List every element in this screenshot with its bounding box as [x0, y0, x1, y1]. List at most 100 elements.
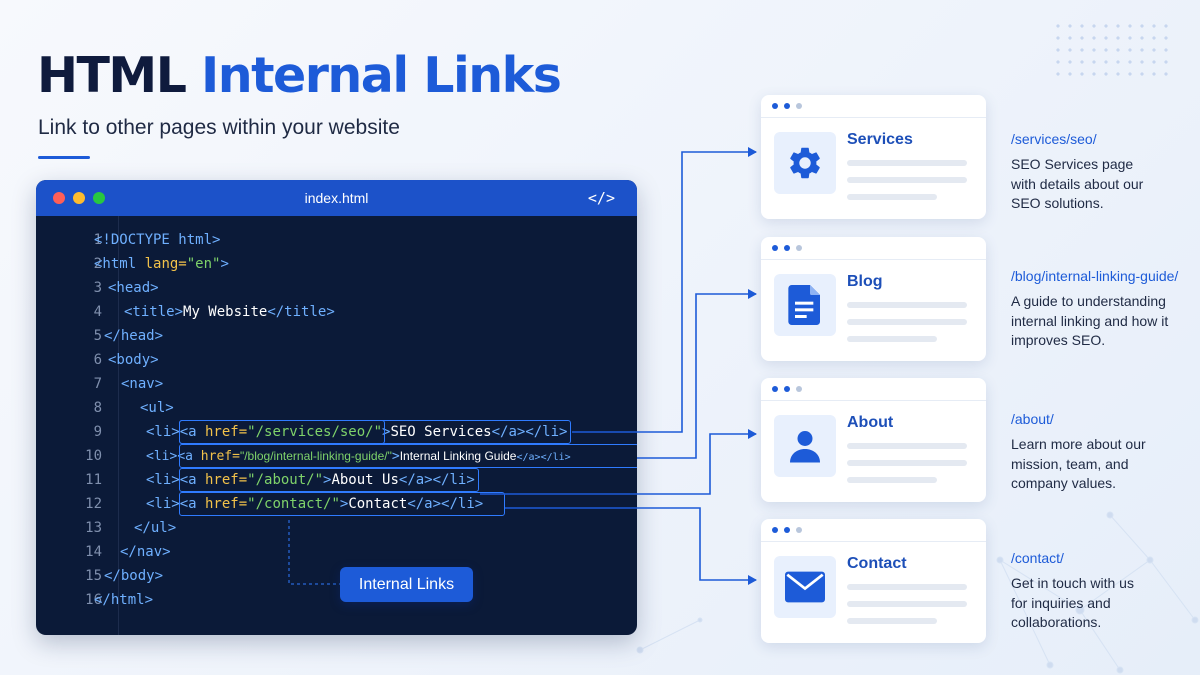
placeholder-line [847, 460, 967, 466]
dot-grid-decoration [1052, 20, 1172, 80]
code-token: </li> [540, 452, 571, 463]
page-subtitle: Link to other pages within your website [38, 116, 400, 139]
code-token: <html [94, 256, 137, 272]
code-line-nav-close: </nav> [120, 540, 171, 564]
card-dot [784, 386, 790, 392]
code-token: <li> [146, 472, 180, 488]
code-line-html: <html lang="en"> [94, 252, 229, 276]
line-number: 8 [93, 400, 102, 416]
code-line-link-contact: <li><a href="/contact/">Contact</a></li> [146, 492, 483, 516]
code-token: </html> [94, 592, 154, 608]
code-token: href= [196, 472, 248, 488]
code-token: <li> [146, 496, 180, 512]
code-line-html-close: </html> [94, 588, 153, 612]
code-token: > [391, 449, 400, 464]
internal-links-badge: Internal Links [340, 567, 473, 602]
line-number: 10 [85, 448, 102, 464]
page-card-contact[interactable]: Contact [761, 519, 986, 643]
code-token: "/blog/internal-linking-guide/" [239, 449, 392, 463]
code-line-link-services: <li><a href="/services/seo/">SEO Service… [146, 420, 567, 444]
card-divider [761, 400, 986, 401]
line-number: 16 [85, 592, 102, 608]
services-description: /services/seo/ SEO Services page with de… [1011, 131, 1196, 214]
code-token: </a> [407, 496, 442, 512]
gear-icon [774, 132, 836, 194]
code-token: </ul> [134, 520, 177, 536]
card-dot [796, 527, 802, 533]
line-number: 12 [85, 496, 102, 512]
title-internal-links: Internal Links [200, 47, 562, 104]
link-highlight [179, 420, 571, 444]
link-path: /blog/internal-linking-guide/ [1011, 268, 1179, 284]
code-token: </li> [432, 472, 475, 488]
code-token: "/services/seo/" [247, 424, 383, 440]
minimize-window-dot[interactable] [73, 192, 85, 204]
editor-filename: index.html [304, 190, 369, 206]
close-window-dot[interactable] [53, 192, 65, 204]
code-token: <a [179, 472, 197, 488]
code-token: <!DOCTYPE html> [94, 232, 221, 248]
code-token: <title> [124, 304, 184, 320]
line-number: 15 [85, 568, 102, 584]
code-line-link-blog: <li><a href="/blog/internal-linking-guid… [146, 444, 571, 468]
code-token: > [323, 472, 332, 488]
placeholder-line [847, 584, 967, 590]
code-icon: </> [587, 189, 615, 207]
code-line-doctype: <!DOCTYPE html> [94, 228, 220, 252]
card-dot [772, 103, 778, 109]
card-title: About [847, 414, 894, 431]
title-underline [38, 156, 90, 159]
code-line-title: <title>My Website</title> [124, 300, 335, 324]
code-token: </a> [516, 452, 541, 463]
page-title: HTML Internal Links [37, 46, 562, 106]
code-token: </a> [491, 424, 526, 440]
placeholder-line [847, 194, 937, 200]
link-description: Learn more about our mission, team, and … [1011, 436, 1146, 491]
code-token: </a> [398, 472, 433, 488]
line-number: 5 [93, 328, 102, 344]
maximize-window-dot[interactable] [93, 192, 105, 204]
card-title: Contact [847, 555, 907, 572]
code-line-body: <body> [108, 348, 159, 372]
code-token: <a [177, 449, 193, 464]
title-html: HTML [37, 47, 187, 104]
document-icon [774, 274, 836, 336]
code-token: Contact [348, 496, 408, 512]
code-token: About Us [331, 472, 399, 488]
code-token: </li> [441, 496, 484, 512]
placeholder-line [847, 443, 967, 449]
link-path: /services/seo/ [1011, 131, 1097, 147]
code-token: </li> [525, 424, 568, 440]
placeholder-line [847, 336, 937, 342]
code-token: href= [196, 424, 248, 440]
code-line-head-close: </head> [104, 324, 163, 348]
code-token: "en" [186, 256, 221, 272]
card-dot [784, 103, 790, 109]
placeholder-line [847, 618, 937, 624]
code-token: > [339, 496, 349, 512]
code-line-body-close: </body> [104, 564, 163, 588]
page-card-blog[interactable]: Blog [761, 237, 986, 361]
card-dot [784, 245, 790, 251]
code-line-ul-close: </ul> [134, 516, 176, 540]
card-title: Blog [847, 273, 883, 290]
page-card-services[interactable]: Services [761, 95, 986, 219]
editor-titlebar: index.html </> [36, 180, 637, 216]
link-description: Get in touch with us for inquiries and c… [1011, 575, 1134, 630]
card-dot [772, 527, 778, 533]
page-card-about[interactable]: About [761, 378, 986, 502]
link-path: /contact/ [1011, 550, 1064, 566]
line-number: 7 [93, 376, 102, 392]
line-number: 4 [93, 304, 102, 320]
code-token: > [220, 256, 229, 272]
blog-description: /blog/internal-linking-guide/ A guide to… [1011, 268, 1196, 351]
placeholder-line [847, 319, 967, 325]
contact-description: /contact/ Get in touch with us for inqui… [1011, 550, 1196, 633]
placeholder-line [847, 601, 967, 607]
code-token: </body> [104, 568, 164, 584]
link-path: /about/ [1011, 411, 1054, 427]
code-token: </title> [267, 304, 335, 320]
card-dot [772, 245, 778, 251]
